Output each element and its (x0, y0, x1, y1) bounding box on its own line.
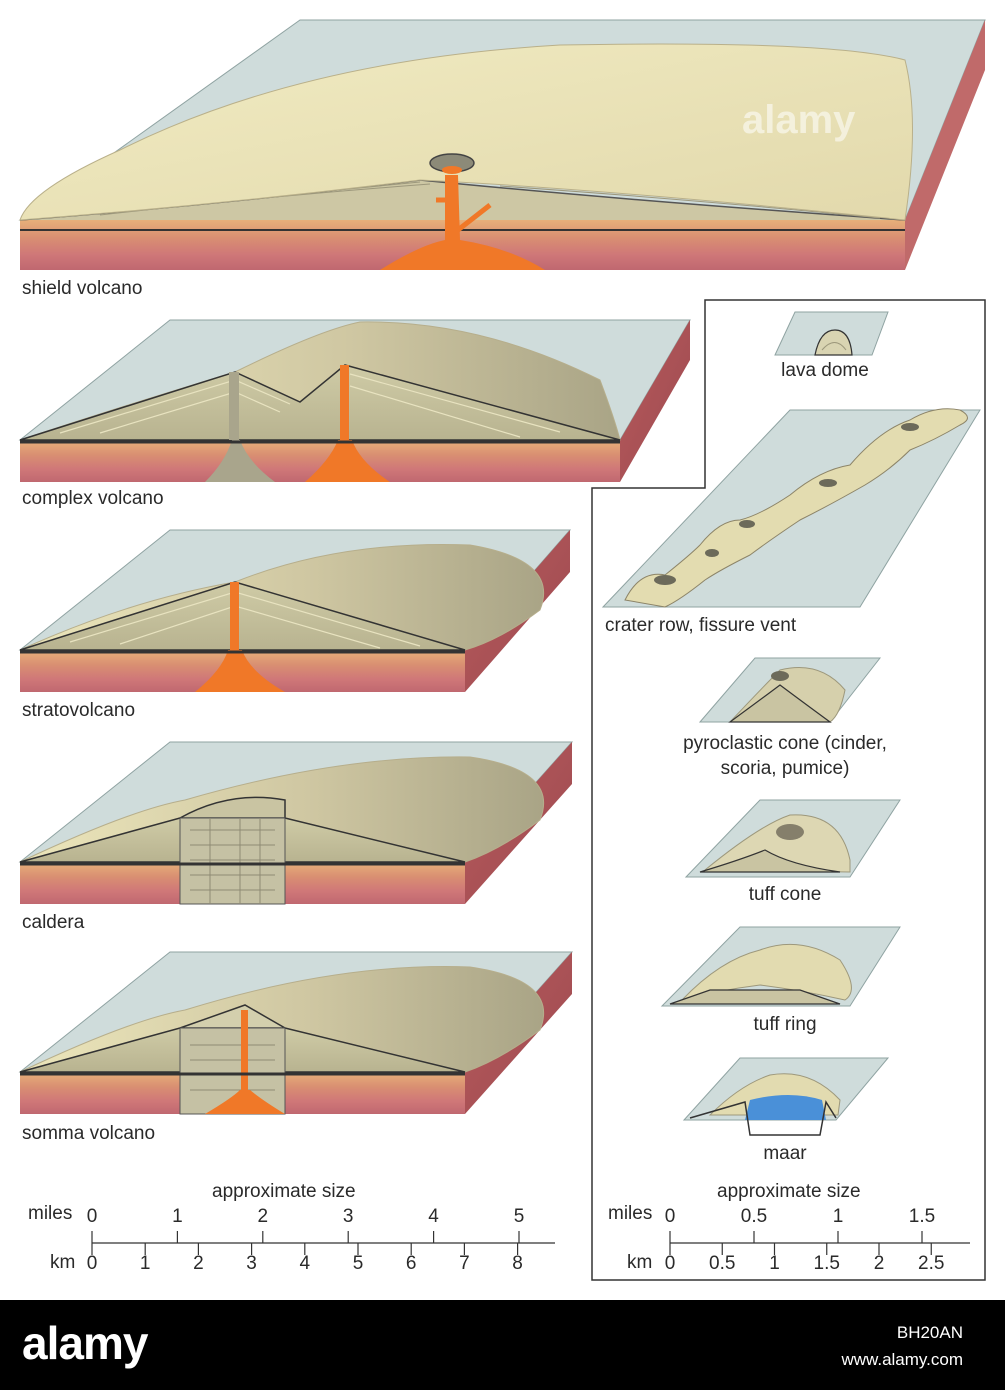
pyroclastic-cone-block (700, 658, 880, 722)
left-km-tick-label: 0 (87, 1253, 98, 1275)
label-complex-volcano: complex volcano (22, 488, 164, 510)
footer-logo: alamy (22, 1316, 147, 1370)
right-scale-bar (670, 1231, 970, 1255)
left-scale-title: approximate size (212, 1181, 356, 1203)
label-lava-dome: lava dome (755, 360, 895, 382)
footer-url: www.alamy.com (841, 1350, 963, 1370)
left-mile-tick-label: 0 (87, 1206, 98, 1228)
left-miles-label: miles (28, 1203, 72, 1225)
right-km-tick-label: 1 (769, 1253, 780, 1275)
label-maar: maar (715, 1143, 855, 1165)
left-mile-tick-label: 5 (514, 1206, 525, 1228)
right-mile-tick-label: 0.5 (741, 1206, 767, 1228)
right-km-tick-label: 1.5 (814, 1253, 840, 1275)
caldera-block (20, 742, 572, 904)
label-stratovolcano: stratovolcano (22, 700, 135, 722)
left-km-tick-label: 3 (246, 1253, 257, 1275)
left-km-tick-label: 4 (300, 1253, 311, 1275)
right-km-label: km (627, 1252, 652, 1274)
right-scale-title: approximate size (717, 1181, 861, 1203)
tuff-ring-block (662, 927, 900, 1006)
label-shield-volcano: shield volcano (22, 278, 142, 300)
right-km-tick-label: 0 (665, 1253, 676, 1275)
label-crater-row: crater row, fissure vent (605, 615, 796, 637)
left-mile-tick-label: 3 (343, 1206, 354, 1228)
right-km-tick-label: 2.5 (918, 1253, 944, 1275)
left-km-tick-label: 8 (512, 1253, 523, 1275)
lava-dome-block (775, 312, 888, 355)
crater-row-block (603, 409, 980, 607)
left-mile-tick-label: 2 (258, 1206, 269, 1228)
label-tuff-cone: tuff cone (715, 884, 855, 906)
label-somma-volcano: somma volcano (22, 1123, 155, 1145)
right-mile-tick-label: 0 (665, 1206, 676, 1228)
left-km-tick-label: 1 (140, 1253, 151, 1275)
complex-volcano-block (20, 320, 690, 482)
right-miles-label: miles (608, 1203, 652, 1225)
left-km-tick-label: 2 (193, 1253, 204, 1275)
label-pyroclastic-cone-line1: pyroclastic cone (cinder, (650, 733, 920, 755)
shield-volcano-block (20, 20, 985, 270)
left-km-label: km (50, 1252, 75, 1274)
right-mile-tick-label: 1.5 (909, 1206, 935, 1228)
label-tuff-ring: tuff ring (715, 1014, 855, 1036)
stratovolcano-block (20, 530, 570, 692)
right-km-tick-label: 2 (874, 1253, 885, 1275)
maar-block (684, 1058, 888, 1135)
label-caldera: caldera (22, 912, 84, 934)
right-mile-tick-label: 1 (833, 1206, 844, 1228)
label-pyroclastic-cone-line2: scoria, pumice) (650, 758, 920, 780)
left-km-tick-label: 6 (406, 1253, 417, 1275)
somma-volcano-block (20, 952, 572, 1114)
footer-image-id: BH20AN (897, 1323, 963, 1343)
footer-banner (0, 1300, 1005, 1390)
watermark: alamy (742, 98, 855, 143)
left-km-tick-label: 7 (459, 1253, 470, 1275)
left-mile-tick-label: 1 (172, 1206, 183, 1228)
left-scale-bar (92, 1231, 555, 1255)
right-km-tick-label: 0.5 (709, 1253, 735, 1275)
left-mile-tick-label: 4 (428, 1206, 439, 1228)
tuff-cone-block (686, 800, 900, 877)
left-km-tick-label: 5 (353, 1253, 364, 1275)
